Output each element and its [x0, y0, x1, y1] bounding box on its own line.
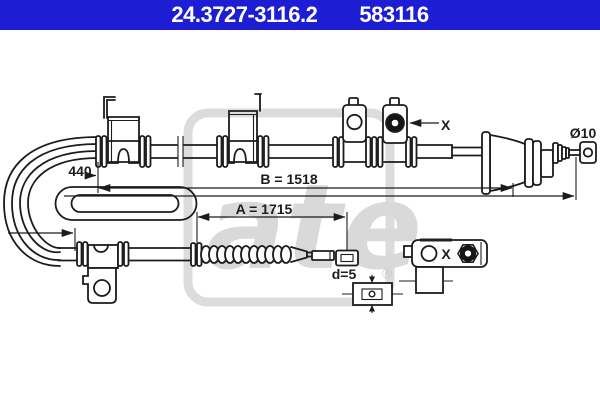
x-marker-label: X: [441, 117, 451, 133]
cable-u-bend: [3, 136, 198, 267]
mounting-bracket-2: [228, 93, 262, 164]
cable-inner-rod: [451, 144, 485, 159]
diameter-label: Ø10: [570, 125, 597, 141]
clip-bracket-1: [342, 97, 367, 143]
ref-number-label: 583116: [359, 2, 429, 27]
inner-cable-hairpin: [54, 186, 198, 221]
cable-bottom-run: d=5: [57, 241, 359, 304]
grommet-detail-icon: [457, 244, 479, 264]
header-bar: 24.3727-3116.2 583116: [0, 0, 600, 30]
dim-label-a: A = 1715: [236, 201, 293, 217]
bellows-spring: [200, 245, 292, 264]
protective-boot: [481, 131, 582, 195]
registered-mark-icon: ®: [382, 265, 393, 281]
x-detail-bracket: X: [399, 238, 488, 294]
part-number-label: 24.3727-3116.2: [171, 2, 318, 27]
cable-end-fitting: [311, 249, 359, 267]
ate-watermark: ate ®: [183, 108, 422, 307]
watermark-frame: [183, 108, 395, 307]
cable-grommets: [95, 135, 418, 168]
clevis-detail: [342, 275, 403, 313]
dimension-lines: 440 B = 1518 A = 1715: [8, 157, 577, 251]
break-mark-icon: [177, 136, 184, 167]
cable-eye-end: [579, 141, 597, 164]
dim-label-440: 440: [68, 163, 92, 179]
mounting-bracket-1: [103, 96, 140, 164]
dim-label-b: B = 1518: [260, 171, 317, 187]
clip-bracket-2: [382, 97, 408, 144]
d5-label: d=5: [332, 266, 357, 282]
cable-top-run: X: [95, 93, 485, 168]
bellows-taper: [290, 246, 308, 263]
x-detail-label: X: [441, 246, 451, 262]
watermark-logo-text: ate: [206, 158, 422, 296]
bottom-anchor-bracket: [82, 244, 119, 304]
